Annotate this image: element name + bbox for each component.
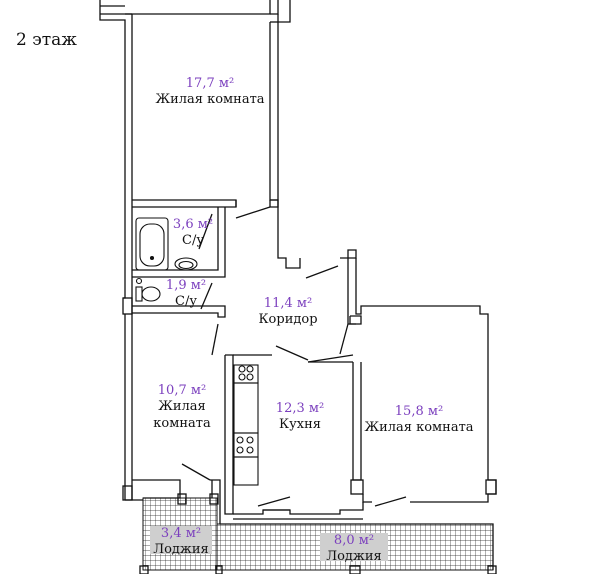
room-corridor-label: 11,4 м² Коридор — [258, 296, 317, 329]
room-kitchen-area: 12,3 м² — [275, 401, 325, 416]
loggia-right-label-bg — [320, 533, 388, 561]
room-living3-label: 15,8 м² Жилая комната — [364, 404, 473, 437]
room-loggia1-label: 3,4 м² Лоджия — [153, 526, 209, 559]
room-living2-name-line2: комната — [153, 415, 211, 431]
room-loggia2-name: Лоджия — [326, 549, 382, 565]
loggia-left-label-bg — [150, 526, 212, 554]
bathtub-icon — [135, 217, 169, 271]
room-corridor-area: 11,4 м² — [263, 296, 313, 311]
toilet-icon — [135, 277, 161, 302]
room-bath-area: 3,6 м² — [172, 217, 214, 232]
room-living1-area: 17,7 м² — [185, 76, 235, 91]
sink-icon — [174, 257, 198, 271]
room-loggia1-area: 3,4 м² — [160, 526, 202, 541]
room-wc-label: 1,9 м² С/у — [166, 278, 206, 311]
room-wc-name: С/у — [175, 294, 197, 310]
room-bath-name: С/у — [182, 233, 204, 249]
room-loggia2-area: 8,0 м² — [333, 533, 375, 548]
room-living2-label: 10,7 м² Жилая комната — [153, 383, 210, 432]
room-loggia2-label: 8,0 м² Лоджия — [326, 533, 382, 566]
room-kitchen-name: Кухня — [279, 417, 321, 433]
room-living3-area: 15,8 м² — [394, 404, 444, 419]
room-living3-name: Жилая комната — [364, 420, 474, 436]
room-loggia1-name: Лоджия — [153, 542, 209, 558]
kitchen-counter-icon — [233, 364, 259, 486]
room-living1-label: 17,7 м² Жилая комната — [155, 76, 264, 109]
floor-label: 2 этаж — [16, 30, 77, 50]
room-living2-name-line1: Жилая — [158, 399, 206, 415]
walls — [99, 0, 497, 574]
room-wc-area: 1,9 м² — [165, 278, 207, 293]
room-bath-label: 3,6 м² С/у — [173, 217, 213, 250]
room-kitchen-label: 12,3 м² Кухня — [276, 401, 324, 434]
room-living2-area: 10,7 м² — [157, 383, 207, 398]
room-living1-name: Жилая комната — [155, 92, 265, 108]
room-corridor-name: Коридор — [258, 312, 318, 328]
